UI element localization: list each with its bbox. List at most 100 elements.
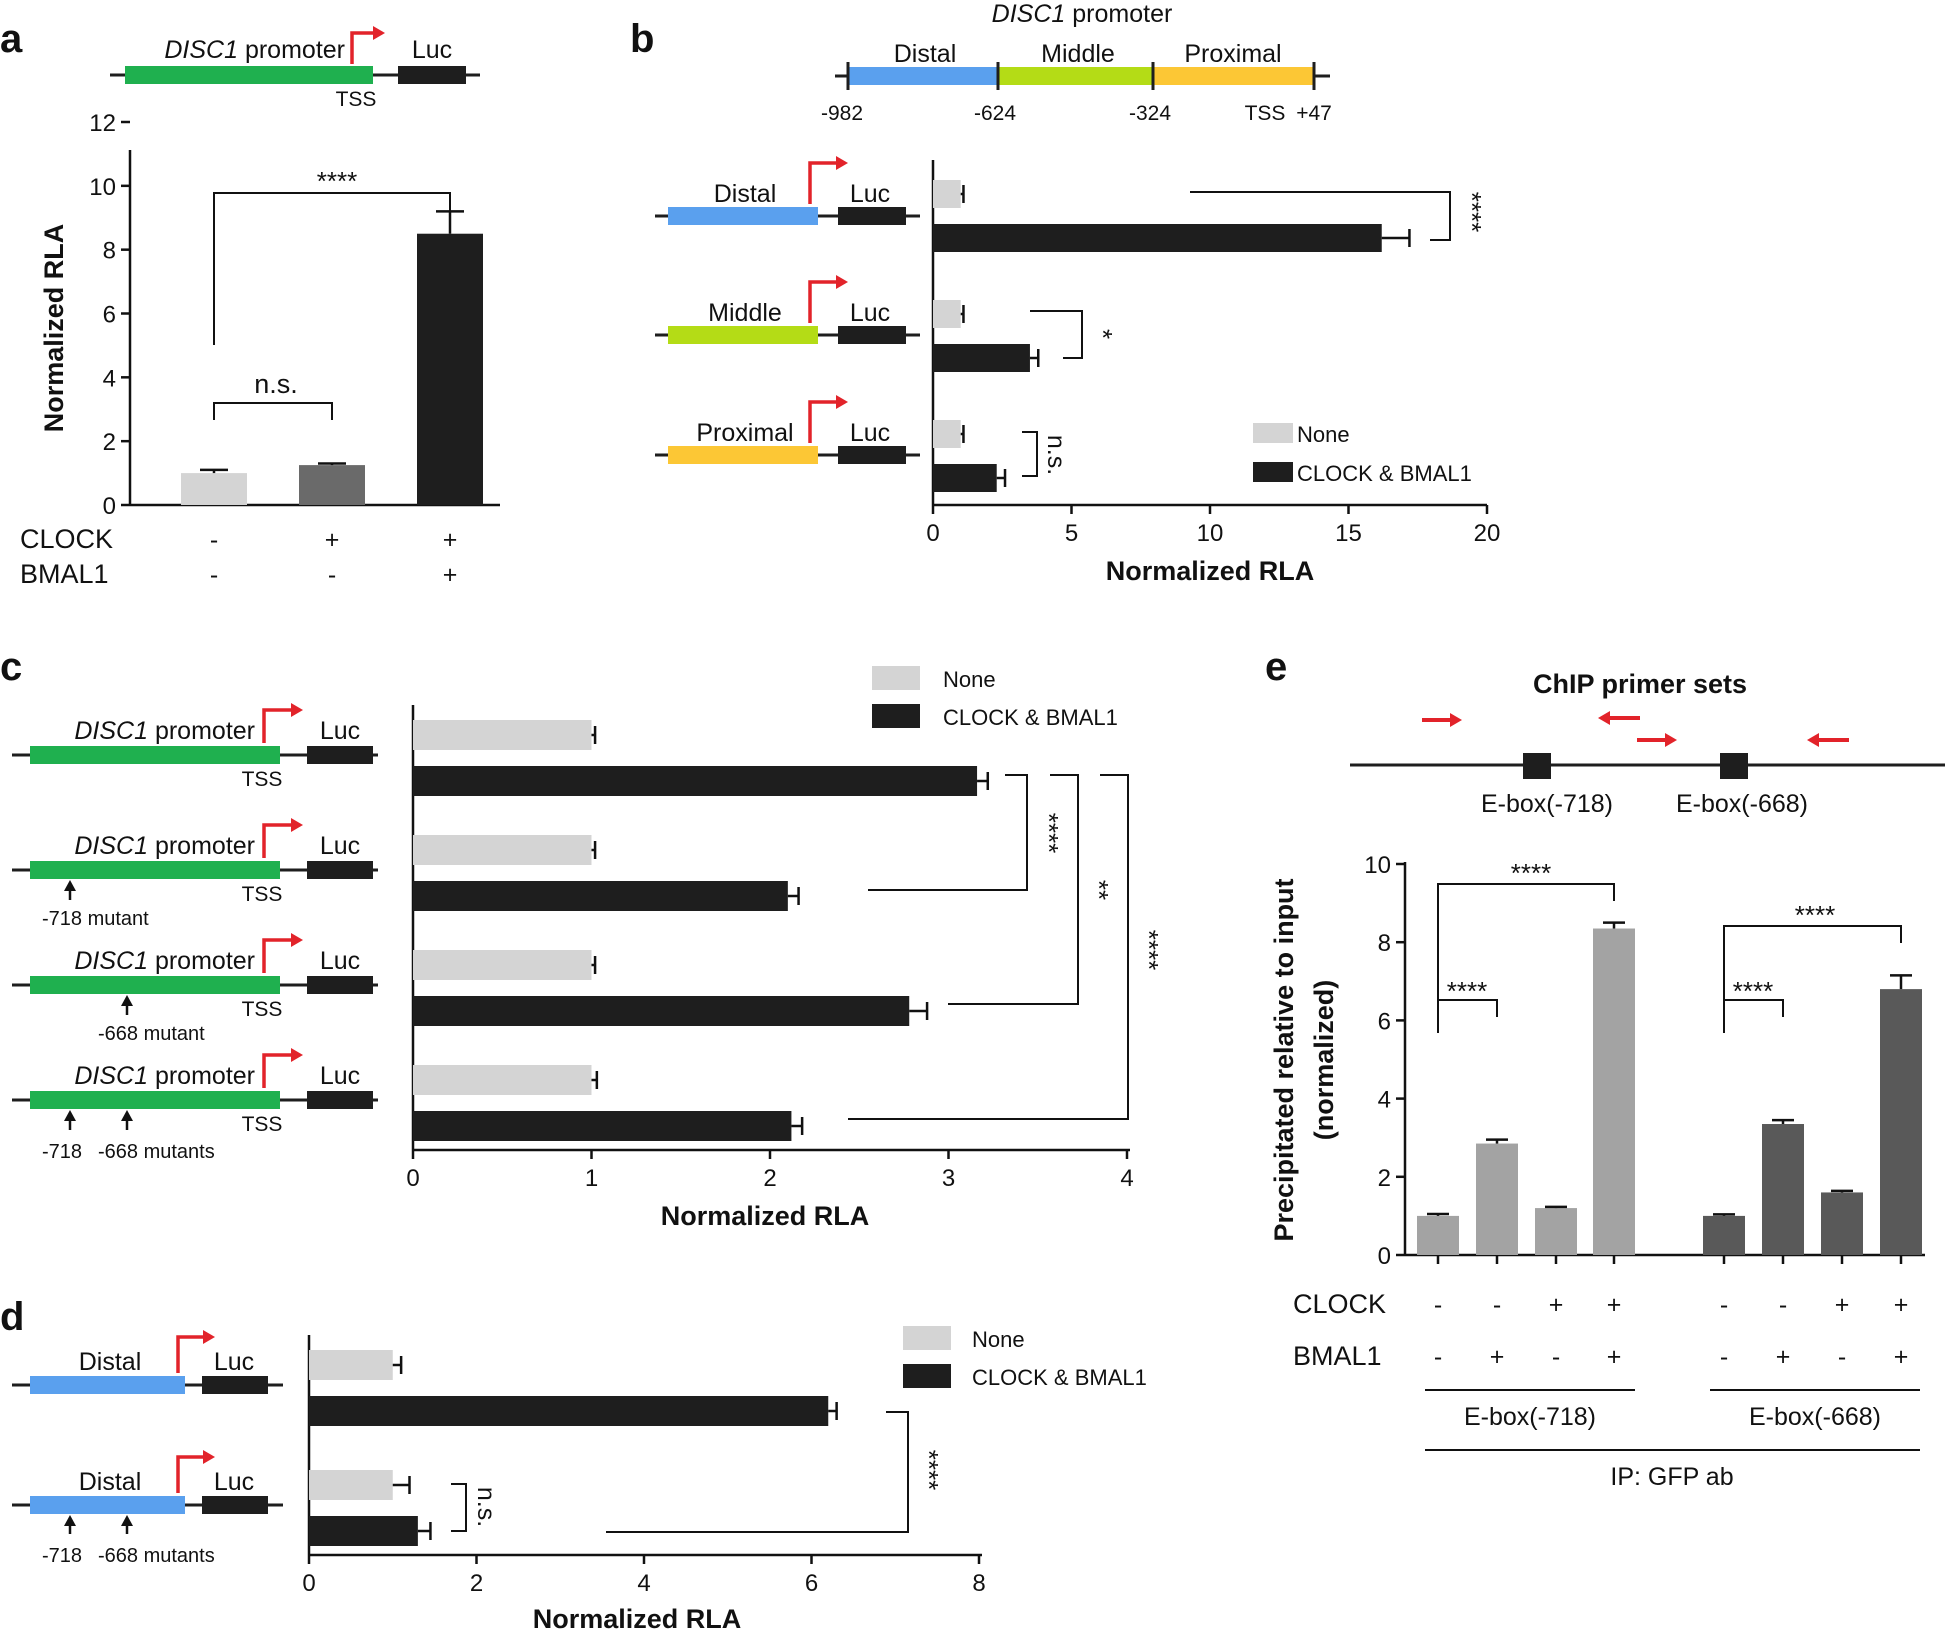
b-x-axis-label: Normalized RLA [1106,556,1315,586]
b-legend-clock: CLOCK & BMAL1 [1297,461,1472,486]
b-x-tick-label: 0 [926,520,939,547]
e-bmal1-sign: - [1552,1343,1560,1371]
panel-label-b: b [630,17,654,61]
e-clock-sign: + [1835,1291,1850,1319]
c3-gene: DISC1 [74,947,148,975]
d-x-tick-label: 2 [470,1570,483,1597]
b-bar-clock-1 [933,224,1382,252]
c-x-tick-label: 2 [763,1165,776,1192]
c4-luc: Luc [320,1062,360,1090]
e-clock-sign: - [1493,1291,1501,1319]
a-clock-sign: + [443,526,458,554]
promoter-word: promoter [245,36,345,64]
b-map-pos-4: TSS [1245,102,1286,125]
e-bar-g1-3 [1535,1208,1577,1255]
c-construct-2: DISC1 promoter Luc TSS -718 mutant [12,818,378,930]
a-bmal1-sign: - [210,561,218,589]
b-x-tick-label: 10 [1197,520,1224,547]
c1-gene: DISC1 [74,717,148,745]
primer-forward-arrow-icon [1422,713,1462,727]
promoter-bar-green [125,66,373,84]
e-bmal1-sign: + [1607,1343,1622,1371]
e-title: ChIP primer sets [1533,669,1747,699]
e-y-tick-label: 2 [1378,1165,1391,1192]
b-luc-label-2: Luc [850,299,890,327]
e-ebox-718-label: E-box(-718) [1481,790,1613,818]
d-bars [309,1350,838,1546]
b-sig-label-2: * [1088,329,1118,339]
d-x-tick-label: 8 [972,1570,985,1597]
panel-e-primer-map: ChIP primer sets E-box(-718) E-box(-668) [1350,669,1945,818]
svg-text:DISC1 promoter: DISC1 promoter [74,832,255,860]
c-sig-bracket-3 [848,774,1129,1120]
a-clock-sign: + [325,526,340,554]
c-construct-4: DISC1 promoter Luc TSS -718 -668 mutants [12,1048,378,1163]
a-clock-sign: - [210,526,218,554]
b-map-gene: DISC1 [992,0,1066,28]
panel-a-construct: DISC1 promoter Luc TSS [110,26,480,111]
primer-reverse-arrow-icon [1807,733,1849,747]
e-ip-label: IP: GFP ab [1610,1463,1733,1491]
e-y-axis-label-2: (normalized) [1309,980,1339,1141]
e-y-tick-label: 6 [1378,1008,1391,1035]
b-bar-none-1 [933,180,961,208]
e-bmal1-label: BMAL1 [1293,1341,1382,1371]
panel-label-c: c [0,645,22,689]
e-group-label-1: E-box(-718) [1464,1403,1596,1431]
b-sig-bracket-3 [1022,431,1038,477]
e-clock-sign: - [1779,1291,1787,1319]
b-map-proximal-segment [1153,67,1314,85]
c-sig-label-3: **** [1134,930,1164,970]
a-sig-bracket-1 [213,192,451,345]
e-sig-label-1: **** [1447,976,1487,1006]
c-bar-none-2 [413,835,592,865]
e-bars [1417,921,1922,1264]
a-sig-label-2: n.s. [254,369,298,399]
b-map-pos-2: -624 [974,102,1016,125]
c-bar-none-1 [413,720,592,750]
d-x-axis-label: Normalized RLA [533,1604,742,1633]
c-x-tick-label: 4 [1120,1165,1133,1192]
b-bar-none-2 [933,300,961,328]
d2-luc: Luc [214,1468,254,1496]
a-clock-label: CLOCK [20,524,113,554]
d-x-tick-label: 4 [637,1570,650,1597]
e-clock-sign: + [1607,1291,1622,1319]
panel-label-a: a [0,17,23,61]
b-construct-label-proximal: Proximal [696,419,793,447]
a-bmal1-sign: + [443,561,458,589]
c-legend-clock: CLOCK & BMAL1 [943,705,1118,730]
e-group-label-2: E-box(-668) [1749,1403,1881,1431]
e-bmal1-sign: + [1776,1343,1791,1371]
d1-segment-label: Distal [79,1348,142,1376]
b-luc-label-3: Luc [850,419,890,447]
b-construct-label-middle: Middle [708,299,782,327]
b-bars [933,180,1411,492]
panel-c-constructs: DISC1 promoter Luc TSS DISC1 promoter Lu… [12,703,378,1163]
b-sig-bracket-1 [1190,191,1451,241]
d-bar-clock-1 [309,1396,829,1426]
e-bar-g1-1 [1417,1215,1459,1255]
d-sig-bracket-2 [451,1483,467,1532]
b-map-middle-segment [998,67,1153,85]
a-bar-1 [181,473,247,505]
b-map-pos-1: -982 [821,102,863,125]
tss-arrow-icon [262,933,303,973]
a-y-axis-label: Normalized RLA [39,224,69,433]
c-bar-clock-2 [413,881,788,911]
b-map-pos-3: -324 [1129,102,1171,125]
d-sig-label-2: n.s. [472,1487,500,1527]
panel-b-constructs: Distal Luc Middle Luc Proximal Luc [655,156,920,464]
tss-arrow-icon [176,1330,215,1373]
d-legend-clock: CLOCK & BMAL1 [972,1365,1147,1390]
panel-b-map: DISC1 promoter Distal Middle Proximal -9… [821,0,1332,125]
c4-mutant-label-1: -718 [42,1141,82,1163]
c2-luc: Luc [320,832,360,860]
c-bar-clock-3 [413,996,910,1026]
e-sig-bracket-4 [1723,925,1902,1033]
e-clock-sign: + [1894,1291,1909,1319]
